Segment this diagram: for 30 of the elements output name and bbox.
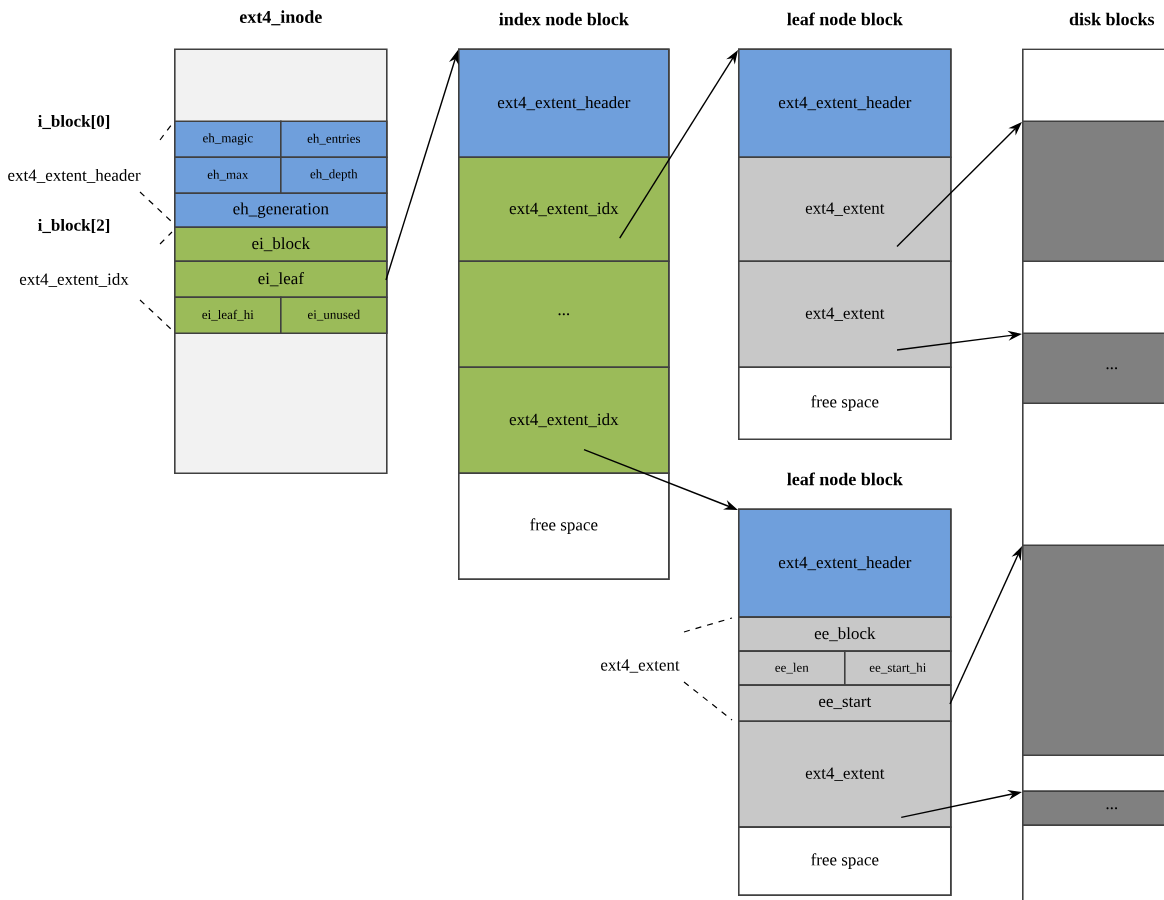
field-box: ext4_extent_header bbox=[458, 48, 670, 158]
field-box: ... bbox=[458, 260, 670, 368]
node-label: ext4_inode bbox=[239, 10, 322, 26]
disk-block: ... bbox=[1022, 790, 1164, 826]
field-box: eh_generation bbox=[174, 192, 388, 228]
bracket-label: ext4_extent_header bbox=[8, 169, 141, 183]
field-box: free space bbox=[738, 366, 952, 440]
field-box: ext4_extent bbox=[738, 260, 952, 368]
pointer-label: i_block[0] bbox=[38, 114, 110, 130]
field-box: free space bbox=[738, 826, 952, 896]
node-label: index node block bbox=[499, 12, 629, 26]
field-box: ext4_extent_idx bbox=[458, 156, 670, 262]
field-box: ext4_extent_idx bbox=[458, 366, 670, 474]
node-label: leaf node block bbox=[787, 12, 903, 26]
node-label: disk blocks bbox=[1069, 12, 1155, 26]
bracket-label: ext4_extent_idx bbox=[19, 273, 129, 287]
field-box: ei_leaf bbox=[174, 260, 388, 298]
disk-block: ... bbox=[1022, 332, 1164, 404]
field-box: ext4_extent_header bbox=[738, 48, 952, 158]
disk-block bbox=[1022, 544, 1164, 756]
field-box: ext4_extent bbox=[738, 156, 952, 262]
field-box: ee_block bbox=[738, 616, 952, 652]
bracket-label: ext4_extent bbox=[601, 659, 680, 673]
field-box: free space bbox=[458, 472, 670, 580]
node-label: leaf node block bbox=[787, 472, 903, 486]
field-box: ei_block bbox=[174, 226, 388, 262]
disk-block bbox=[1022, 120, 1164, 262]
field-box: ext4_extent_header bbox=[738, 508, 952, 618]
pointer-label: i_block[2] bbox=[38, 218, 110, 234]
arrow bbox=[896, 122, 1022, 248]
